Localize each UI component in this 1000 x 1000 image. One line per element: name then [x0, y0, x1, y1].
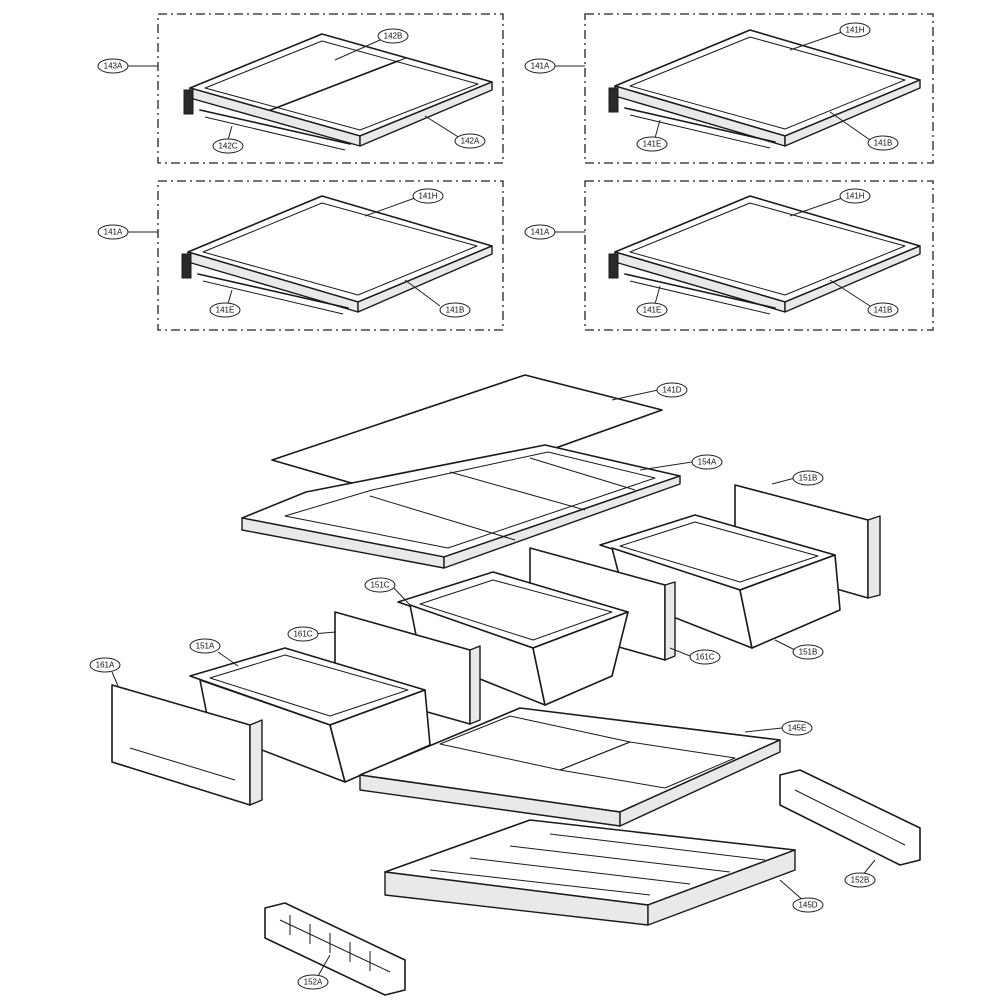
svg-text:142C: 142C: [218, 142, 237, 151]
svg-text:141A: 141A: [531, 62, 550, 71]
svg-text:151C: 151C: [370, 581, 389, 590]
svg-text:143A: 143A: [104, 62, 123, 71]
callout-142B: 142B: [377, 28, 409, 44]
split-shelf-143A: [183, 33, 493, 151]
glass-shelf-141A-middle-left: [181, 195, 493, 315]
assembly-box-141A-middle-right: [555, 180, 934, 331]
svg-text:142B: 142B: [384, 32, 403, 41]
assembly-box-143A: [128, 13, 504, 164]
svg-text:141A: 141A: [104, 228, 123, 237]
callout-141A-3: 141A: [524, 224, 556, 240]
svg-text:141H: 141H: [845, 192, 864, 201]
callout-161C-2: 161C: [689, 649, 721, 665]
bottom-tray-145D: [384, 819, 806, 926]
svg-text:151B: 151B: [799, 474, 818, 483]
svg-text:141H: 141H: [418, 192, 437, 201]
svg-text:141B: 141B: [874, 139, 893, 148]
svg-text:141H: 141H: [845, 26, 864, 35]
glass-shelf-141A-middle-right: [608, 195, 921, 315]
callout-141D: 141D: [656, 382, 688, 398]
callout-151C: 151C: [364, 577, 396, 593]
rail-152A: [264, 902, 406, 996]
svg-text:152B: 152B: [851, 876, 870, 885]
callout-141E-2: 141E: [209, 302, 241, 318]
callout-145D: 145D: [792, 897, 824, 913]
drawer-151B-rear: [599, 477, 881, 651]
svg-text:142A: 142A: [461, 137, 480, 146]
callout-152B: 152B: [844, 872, 876, 888]
assembly-box-141A-top-right: [555, 13, 934, 164]
rail-152B: [779, 769, 921, 877]
svg-text:141E: 141E: [216, 306, 235, 315]
callout-141B-1: 141B: [867, 135, 899, 151]
shelf-frame-154A: [241, 444, 693, 569]
svg-text:151A: 151A: [196, 642, 215, 651]
glass-shelf-141A-top-right: [608, 29, 921, 149]
svg-text:154A: 154A: [698, 458, 717, 467]
callout-141B-2: 141B: [439, 302, 471, 318]
callout-141H-3: 141H: [839, 188, 871, 204]
callout-141B-3: 141B: [867, 302, 899, 318]
callout-151B-2: 151B: [792, 644, 824, 660]
svg-text:141B: 141B: [874, 306, 893, 315]
svg-text:152A: 152A: [304, 978, 323, 987]
callout-141E-3: 141E: [636, 302, 668, 318]
lower-exploded-view: [111, 374, 921, 996]
callout-141A-1: 141A: [524, 58, 556, 74]
callout-154A: 154A: [691, 454, 723, 470]
svg-text:141E: 141E: [643, 140, 662, 149]
svg-text:141D: 141D: [662, 386, 681, 395]
callout-151A: 151A: [189, 638, 221, 654]
svg-text:161C: 161C: [293, 630, 312, 639]
callout-141H-2: 141H: [412, 188, 444, 204]
callout-141H-1: 141H: [839, 22, 871, 38]
drawer-151A-front: [111, 611, 481, 806]
callout-143A: 143A: [97, 58, 129, 74]
callout-161A: 161A: [89, 657, 121, 673]
callout-142C: 142C: [212, 138, 244, 154]
svg-text:141A: 141A: [531, 228, 550, 237]
svg-text:141E: 141E: [643, 306, 662, 315]
svg-text:141B: 141B: [446, 306, 465, 315]
shelf-frame-145E: [359, 707, 783, 827]
svg-text:145D: 145D: [798, 901, 817, 910]
callout-151B: 151B: [792, 470, 824, 486]
svg-text:161C: 161C: [695, 653, 714, 662]
callout-142A: 142A: [454, 133, 486, 149]
callout-141A-2: 141A: [97, 224, 129, 240]
callout-161C-1: 161C: [287, 626, 319, 642]
callout-141E-1: 141E: [636, 136, 668, 152]
callout-152A: 152A: [297, 974, 329, 990]
assembly-box-141A-middle-left: [128, 180, 504, 331]
svg-text:145E: 145E: [788, 724, 807, 733]
callout-145E: 145E: [781, 720, 813, 736]
svg-text:161A: 161A: [96, 661, 115, 670]
svg-text:151B: 151B: [799, 648, 818, 657]
